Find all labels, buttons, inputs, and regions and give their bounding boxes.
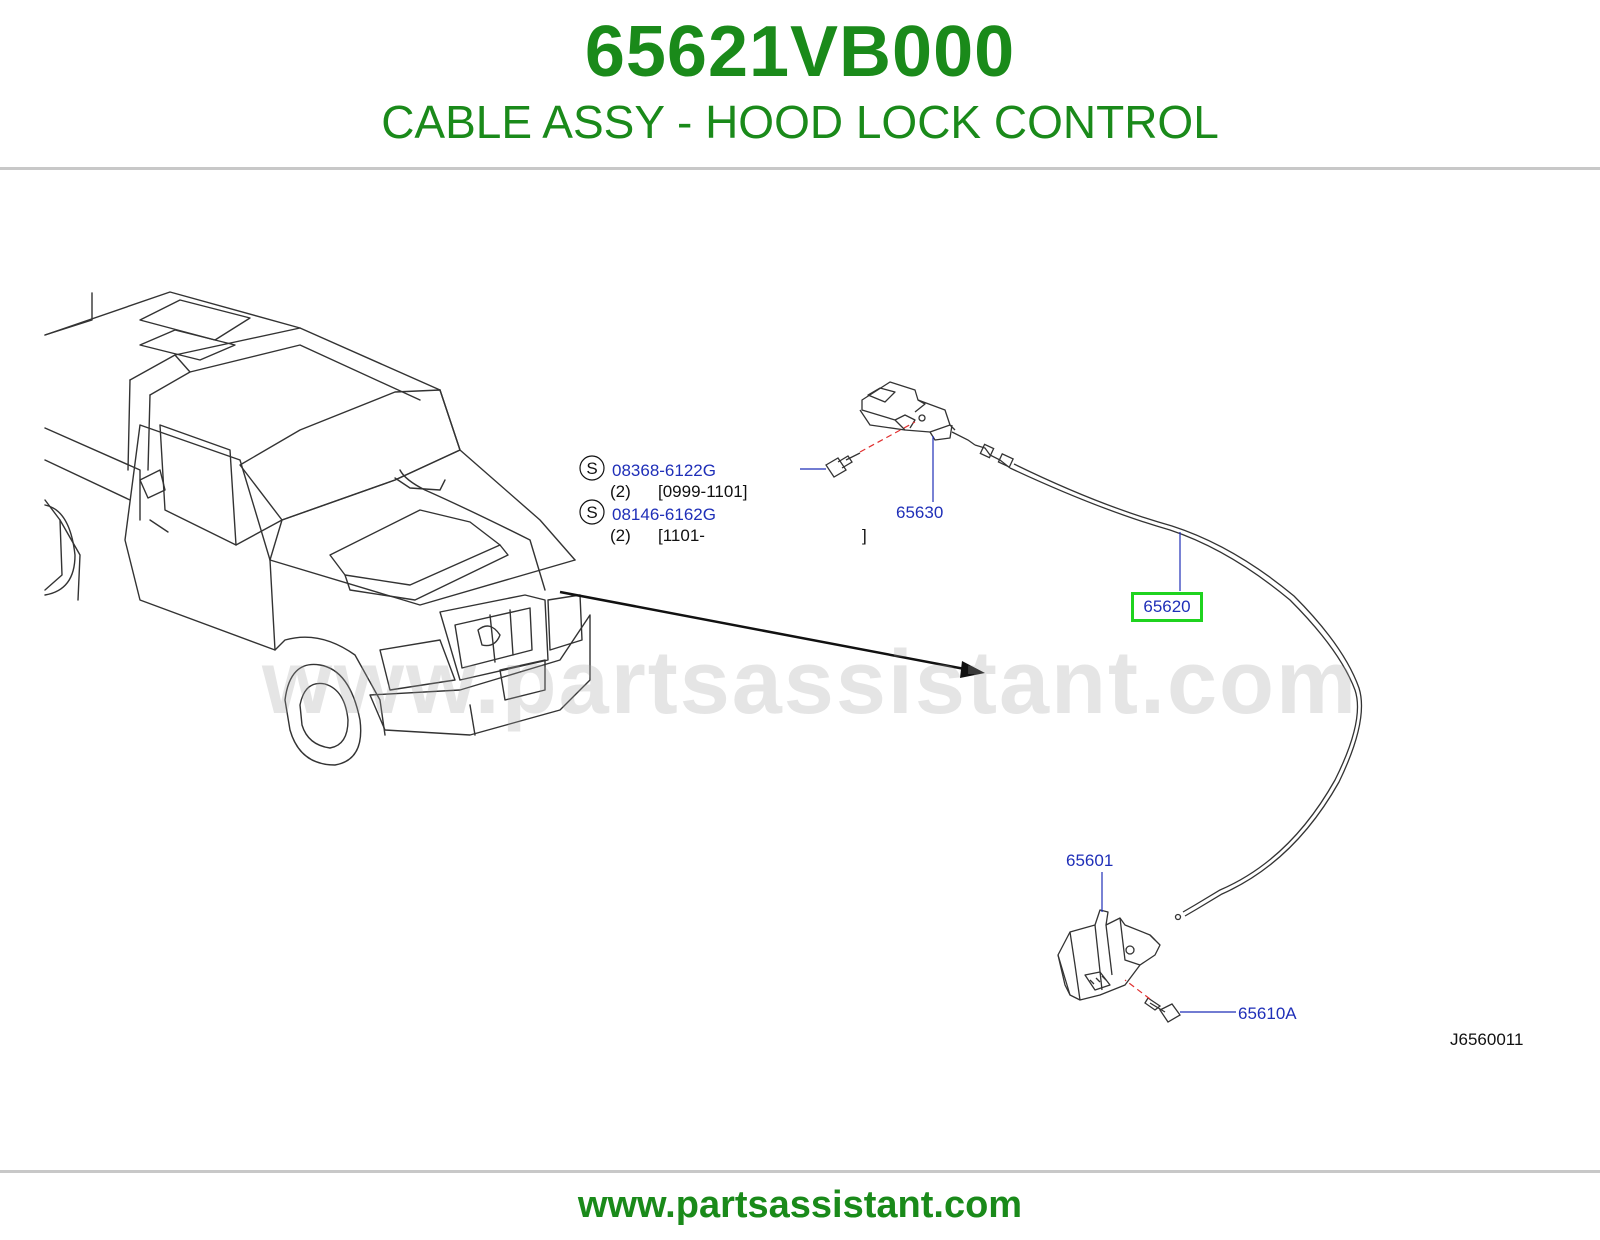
hood-lock-callout[interactable]: 65601 [1066, 851, 1113, 870]
part-number-title: 65621VB000 [584, 12, 1016, 92]
screw-symbol-1-text: S [586, 459, 597, 478]
screw-2-range-end: ] [862, 526, 867, 545]
cable-drawing [951, 431, 1363, 921]
screw-1-range: [0999-1101] [658, 482, 747, 501]
truck-illustration [44, 291, 591, 766]
hood-lock-drawing [1057, 909, 1161, 1001]
bolt-callout[interactable]: 65610A [1238, 1004, 1297, 1023]
screw-symbol-2 [579, 499, 605, 525]
screw-2-part-number[interactable]: 08146-6162G [612, 505, 716, 524]
bolt-leader-red [1124, 979, 1151, 1000]
screw-symbol-1 [579, 455, 605, 481]
cable-callout-highlight [1131, 592, 1203, 622]
screw-callouts: S 08368-6122G (2) [0999-1101] S 08146-61… [579, 455, 867, 545]
header-divider [0, 167, 1600, 170]
screw-drawing [825, 452, 861, 478]
parts-diagram: S 08368-6122G (2) [0999-1101] S 08146-61… [44, 291, 1363, 1023]
footer-divider [0, 1170, 1600, 1173]
screw-1-part-number[interactable]: 08368-6122G [612, 461, 716, 480]
part-name-subtitle: CABLE ASSY - HOOD LOCK CONTROL [381, 96, 1219, 148]
screw-leader-red [859, 421, 916, 453]
screw-2-range: [1101- [658, 526, 705, 545]
screw-symbol-2-text: S [586, 503, 597, 522]
bolt-drawing [1144, 997, 1181, 1023]
screw-2-qty: (2) [610, 526, 631, 545]
screw-1-qty: (2) [610, 482, 631, 501]
cable-callout[interactable]: 65620 [1143, 597, 1191, 616]
watermark: www.partsassistant.com [262, 633, 1359, 733]
location-arrow [559, 590, 985, 678]
header: 65621VB000 CABLE ASSY - HOOD LOCK CONTRO… [0, 0, 1600, 168]
footer-url[interactable]: www.partsassistant.com [577, 1184, 1023, 1226]
release-handle-drawing [859, 381, 956, 441]
diagram-code: J6560011 [1450, 1030, 1524, 1049]
release-handle-callout[interactable]: 65630 [896, 503, 943, 522]
